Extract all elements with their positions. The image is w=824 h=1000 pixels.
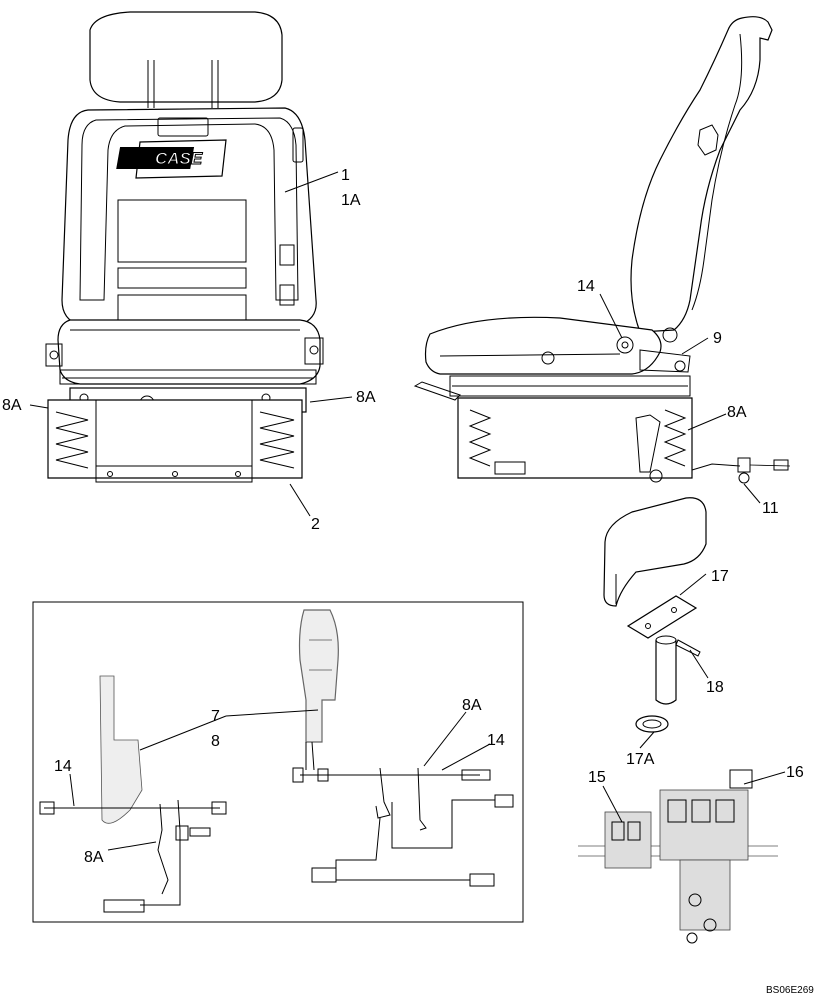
- label-1a: 1A: [341, 192, 361, 209]
- label-8a-front-right: 8A: [356, 389, 376, 406]
- label-8: 8: [211, 733, 220, 750]
- label-1: 1: [341, 167, 350, 184]
- label-17a: 17A: [626, 751, 655, 768]
- label-14-side: 14: [577, 278, 595, 295]
- label-8a-side: 8A: [727, 404, 747, 421]
- label-2: 2: [311, 516, 320, 533]
- case-logo: CASE: [116, 147, 203, 169]
- label-8a-inset-bottom: 8A: [84, 849, 104, 866]
- armrest-assembly: [603, 497, 707, 733]
- label-8a-inset-top: 8A: [462, 697, 482, 714]
- inset-detail-box: [32, 601, 524, 923]
- seat-side-view: [413, 16, 791, 484]
- label-9: 9: [713, 330, 722, 347]
- label-11: 11: [762, 500, 779, 517]
- label-7: 7: [211, 708, 220, 725]
- label-15: 15: [588, 769, 606, 786]
- label-17: 17: [711, 568, 729, 585]
- control-valve-assembly: [578, 769, 778, 944]
- drawing-id: BS06E269: [766, 985, 814, 996]
- label-14-inset-right: 14: [487, 732, 505, 749]
- label-14-inset-left: 14: [54, 758, 72, 775]
- case-logo-text: CASE: [155, 149, 203, 168]
- label-16: 16: [786, 764, 804, 781]
- seat-front-view: CASE: [45, 11, 324, 483]
- label-8a-front-left: 8A: [2, 397, 22, 414]
- label-18: 18: [706, 679, 724, 696]
